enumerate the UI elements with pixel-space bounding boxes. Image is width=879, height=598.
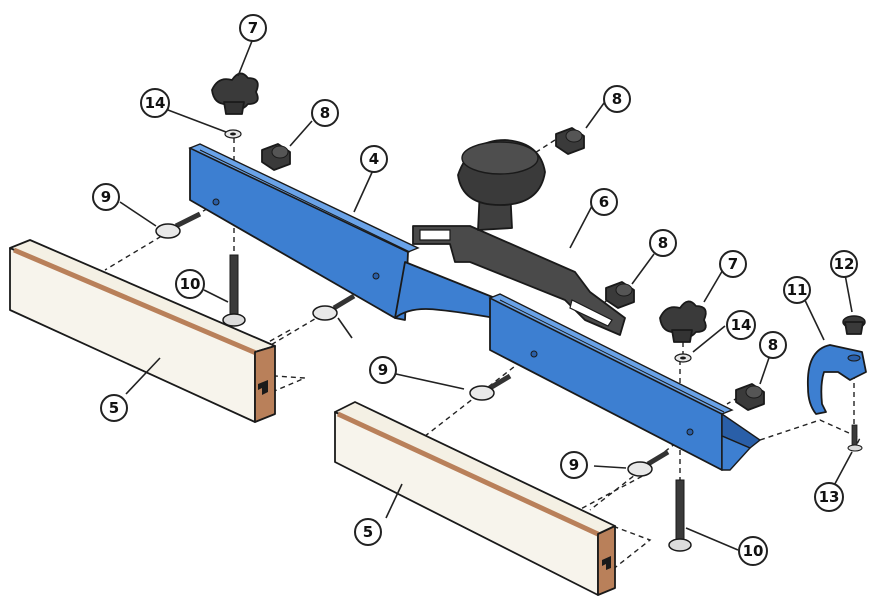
callout-label: 8: [658, 234, 668, 252]
callout-7: 7: [239, 14, 267, 42]
long-bolt-left: [222, 254, 246, 327]
wood-facing-left: [9, 239, 276, 423]
clamp-knob: [842, 315, 866, 335]
callout-12: 12: [830, 250, 858, 278]
nut-3: [605, 281, 635, 309]
callout-14: 14: [726, 310, 756, 340]
callout-13: 13: [814, 482, 844, 512]
callout-label: 8: [612, 90, 622, 108]
callout-label: 8: [768, 336, 778, 354]
star-knob-right: [659, 300, 707, 343]
callout-label: 9: [569, 456, 579, 474]
callout-label: 9: [101, 188, 111, 206]
bracket-slot: [419, 229, 451, 241]
callouts: 7 14 8 4 9 10 5 8: [92, 14, 858, 566]
callout-label: 5: [109, 399, 119, 417]
t-bolt-4: [627, 449, 670, 477]
leader-lines: [119, 40, 853, 551]
callout-label: 6: [599, 193, 609, 211]
callout-8: 8: [759, 331, 787, 359]
mounting-bracket: [412, 139, 626, 336]
callout-9: 9: [369, 356, 397, 384]
callout-label: 7: [728, 255, 738, 273]
callout-label: 14: [731, 316, 752, 334]
callout-label: 9: [378, 361, 388, 379]
nut-4: [735, 383, 765, 411]
wood-facing-right: [334, 401, 616, 596]
clamp-screw: [847, 424, 863, 452]
fence-bridge: [394, 261, 496, 319]
t-bolt-2: [312, 293, 356, 321]
callout-label: 14: [145, 94, 166, 112]
t-bolt-1: [155, 211, 202, 239]
callout-8: 8: [603, 85, 631, 113]
callout-9: 9: [560, 451, 588, 479]
callout-label: 11: [787, 281, 808, 299]
nut-2: [555, 127, 585, 155]
callout-label: 12: [834, 255, 855, 273]
callout-8: 8: [649, 229, 677, 257]
bracket-arm: [412, 225, 626, 336]
t-bolt-3: [469, 373, 512, 401]
nut-1: [261, 143, 291, 171]
callout-label: 7: [248, 19, 258, 37]
washer-right: [674, 353, 692, 363]
washer-left: [224, 129, 242, 139]
long-bolt-right: [668, 479, 692, 552]
clamp: [807, 344, 867, 415]
callout-4: 4: [360, 145, 388, 173]
callout-7: 7: [719, 250, 747, 278]
callout-label: 10: [743, 542, 764, 560]
callout-label: 13: [819, 488, 840, 506]
callout-11: 11: [783, 276, 811, 304]
callout-label: 8: [320, 104, 330, 122]
callout-14: 14: [140, 88, 170, 118]
star-knob-left: [211, 72, 259, 115]
callout-10: 10: [738, 536, 768, 566]
callout-10: 10: [175, 269, 205, 299]
callout-label: 10: [180, 275, 201, 293]
callout-label: 5: [363, 523, 373, 541]
callout-label: 4: [369, 150, 379, 168]
callout-5: 5: [100, 394, 128, 422]
callout-5: 5: [354, 518, 382, 546]
bracket-slot-2: [569, 299, 613, 327]
callout-6: 6: [590, 188, 618, 216]
fence-body: [188, 143, 762, 471]
callout-8: 8: [311, 99, 339, 127]
callout-9: 9: [92, 183, 120, 211]
